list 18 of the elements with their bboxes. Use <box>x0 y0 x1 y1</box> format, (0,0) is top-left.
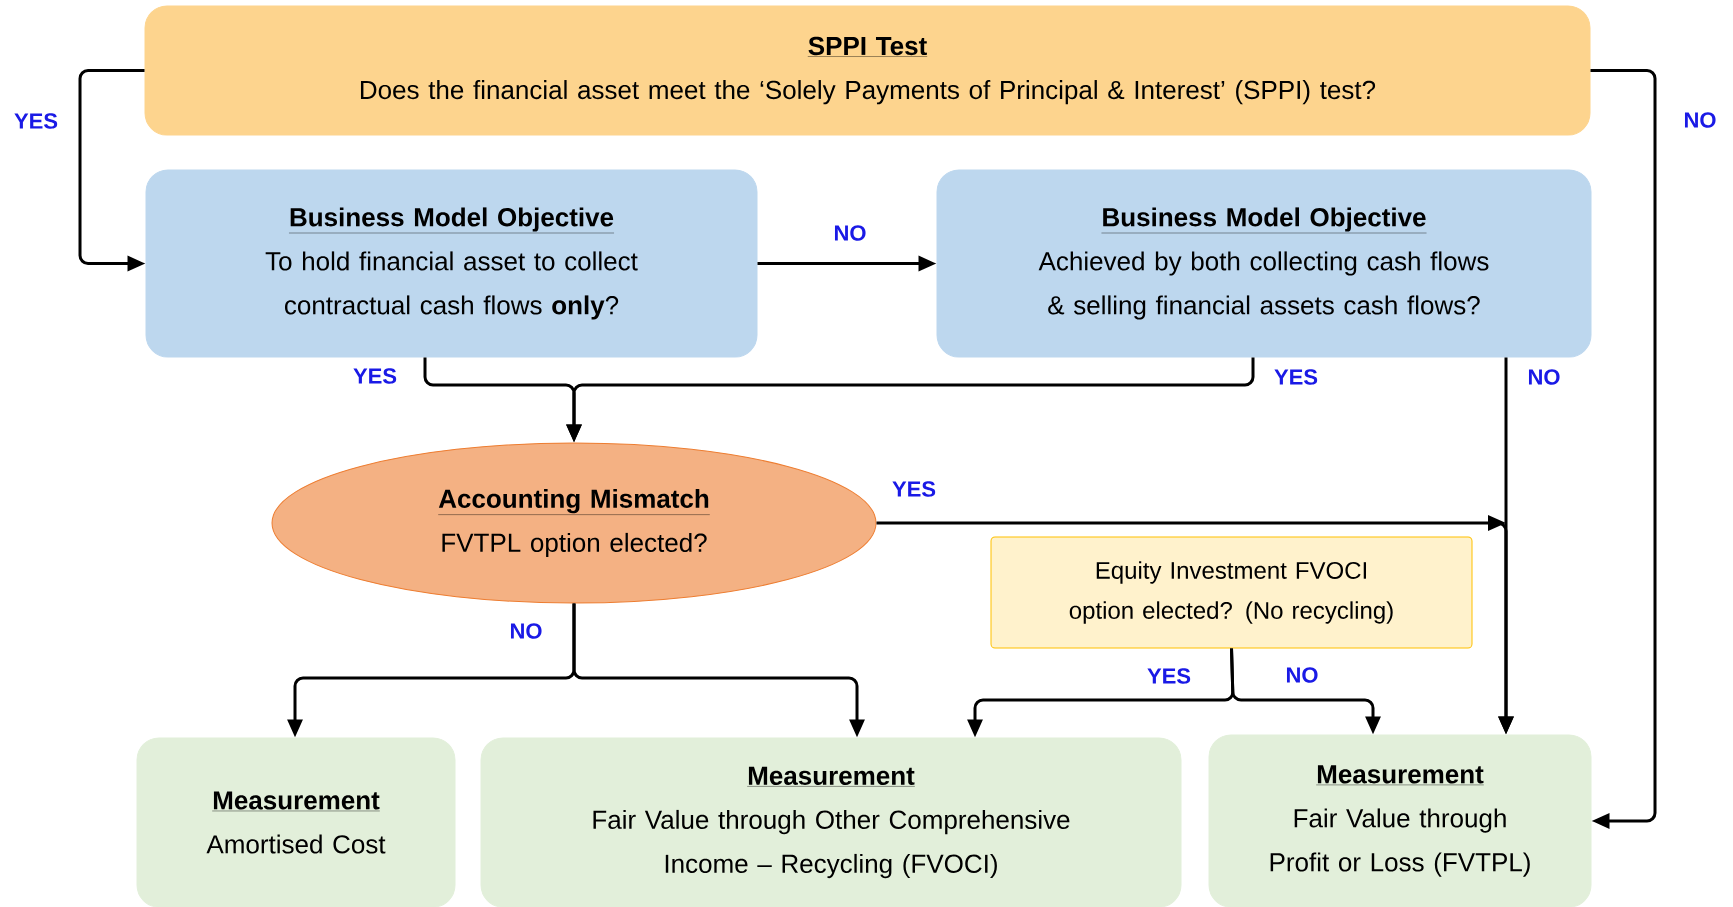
edge-label: YES <box>1146 667 1192 685</box>
result-box: Measurement Fair Value through Other Comprehensive Income – Recycling (FVOCI) <box>480 737 1182 907</box>
edge-label: YES <box>352 367 398 385</box>
condition-box: Equity Investment FVOCI option elected? (No recycling) <box>990 536 1473 649</box>
result-box: Measurement Amortised Cost <box>136 737 456 907</box>
arrow <box>1590 69 1657 829</box>
edge-label: YES <box>891 480 937 498</box>
edge-label: YES <box>13 112 59 130</box>
edge-label: YES <box>1273 368 1319 386</box>
edge-label: NO <box>832 224 868 242</box>
decision-box: Business Model Objective To hold financial asset to collect contractual cash flows only? <box>145 169 758 358</box>
result-box: Measurement Fair Value through Profit or Loss (FVTPL) <box>1208 734 1592 907</box>
edge-label: NO <box>1682 111 1718 129</box>
edge-label: NO <box>508 622 544 640</box>
test-box: SPPI Test Does the financial asset meet the ‘Solely Payments of Principal & Interest’ (SPPI) test? <box>144 5 1591 136</box>
edge-label: NO <box>1526 368 1562 386</box>
edge-label: NO <box>1284 666 1320 684</box>
decision-box: Business Model Objective Achieved by both collecting cash flows & selling financial assets cash flows? <box>936 169 1592 358</box>
